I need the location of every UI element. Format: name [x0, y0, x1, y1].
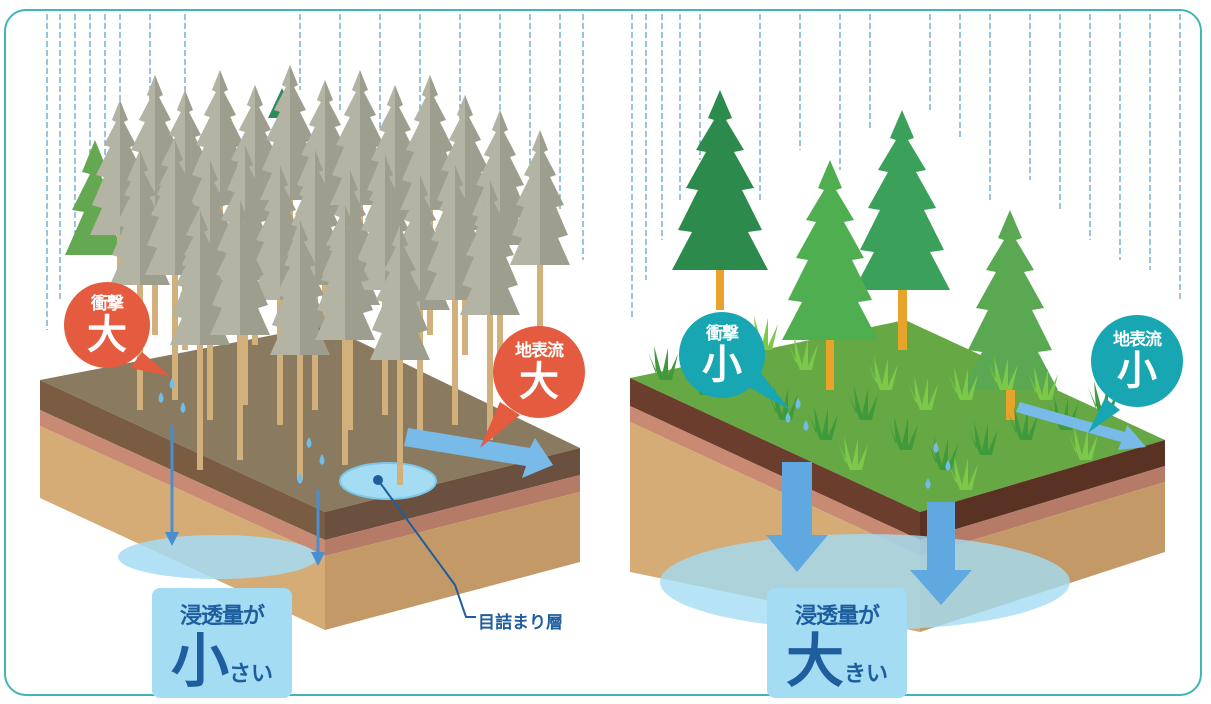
surface-flow-value: 小 [1117, 347, 1157, 394]
surface-flow-arrow-right [1016, 402, 1146, 450]
impact-value: 小 [702, 341, 742, 388]
infiltration-value: 大 [785, 627, 844, 695]
puddle [339, 462, 437, 500]
infiltration-value: 小 [170, 627, 229, 695]
groundwater-pool-left [118, 535, 318, 579]
impact-label: 衝撃 [706, 323, 739, 344]
surface-flow-label: 地表流 [515, 340, 564, 361]
flow-bubble-tail-left [480, 402, 520, 448]
impact-bubble-tail-left [130, 352, 170, 376]
infiltration-arrows-left [165, 425, 325, 566]
surface-flow-label: 地表流 [1113, 329, 1162, 350]
infiltration-arrows-right [766, 462, 972, 605]
raindrops-right [785, 398, 951, 489]
infiltration-prefix: 浸透量が [179, 604, 265, 629]
infiltration-prefix: 浸透量が [794, 604, 880, 629]
groundwater-pool-right [660, 534, 1070, 630]
surface-flow-bubble-right: 地表流 小 [1091, 315, 1183, 407]
impact-bubble-tail-right [745, 372, 790, 410]
impact-bubble-left: 衝撃 大 [64, 282, 150, 368]
flow-bubble-tail-right [1088, 398, 1120, 433]
infiltration-label-right: 浸透量が 大きい [767, 588, 907, 698]
gray-tree-forest [65, 65, 570, 485]
rain-streaks-left [46, 14, 584, 330]
surface-flow-bubble-left: 地表流 大 [493, 326, 585, 418]
raindrops-left [158, 378, 325, 484]
clogged-layer-label: 目詰まり層 [478, 613, 563, 633]
healthy-forest [648, 90, 1118, 490]
infiltration-label-left: 浸透量が 小さい [152, 588, 292, 698]
figure-frame [4, 9, 1202, 696]
impact-value: 大 [87, 311, 127, 358]
infiltration-suffix: きい [844, 662, 889, 687]
surface-flow-arrow-left [404, 428, 553, 478]
impact-label: 衝撃 [91, 293, 124, 314]
infiltration-suffix: さい [229, 662, 274, 687]
clogged-layer-pointer [373, 475, 476, 618]
surface-flow-value: 大 [519, 358, 559, 405]
impact-bubble-right: 衝撃 小 [679, 312, 765, 398]
rain-streaks-right [631, 14, 1181, 320]
